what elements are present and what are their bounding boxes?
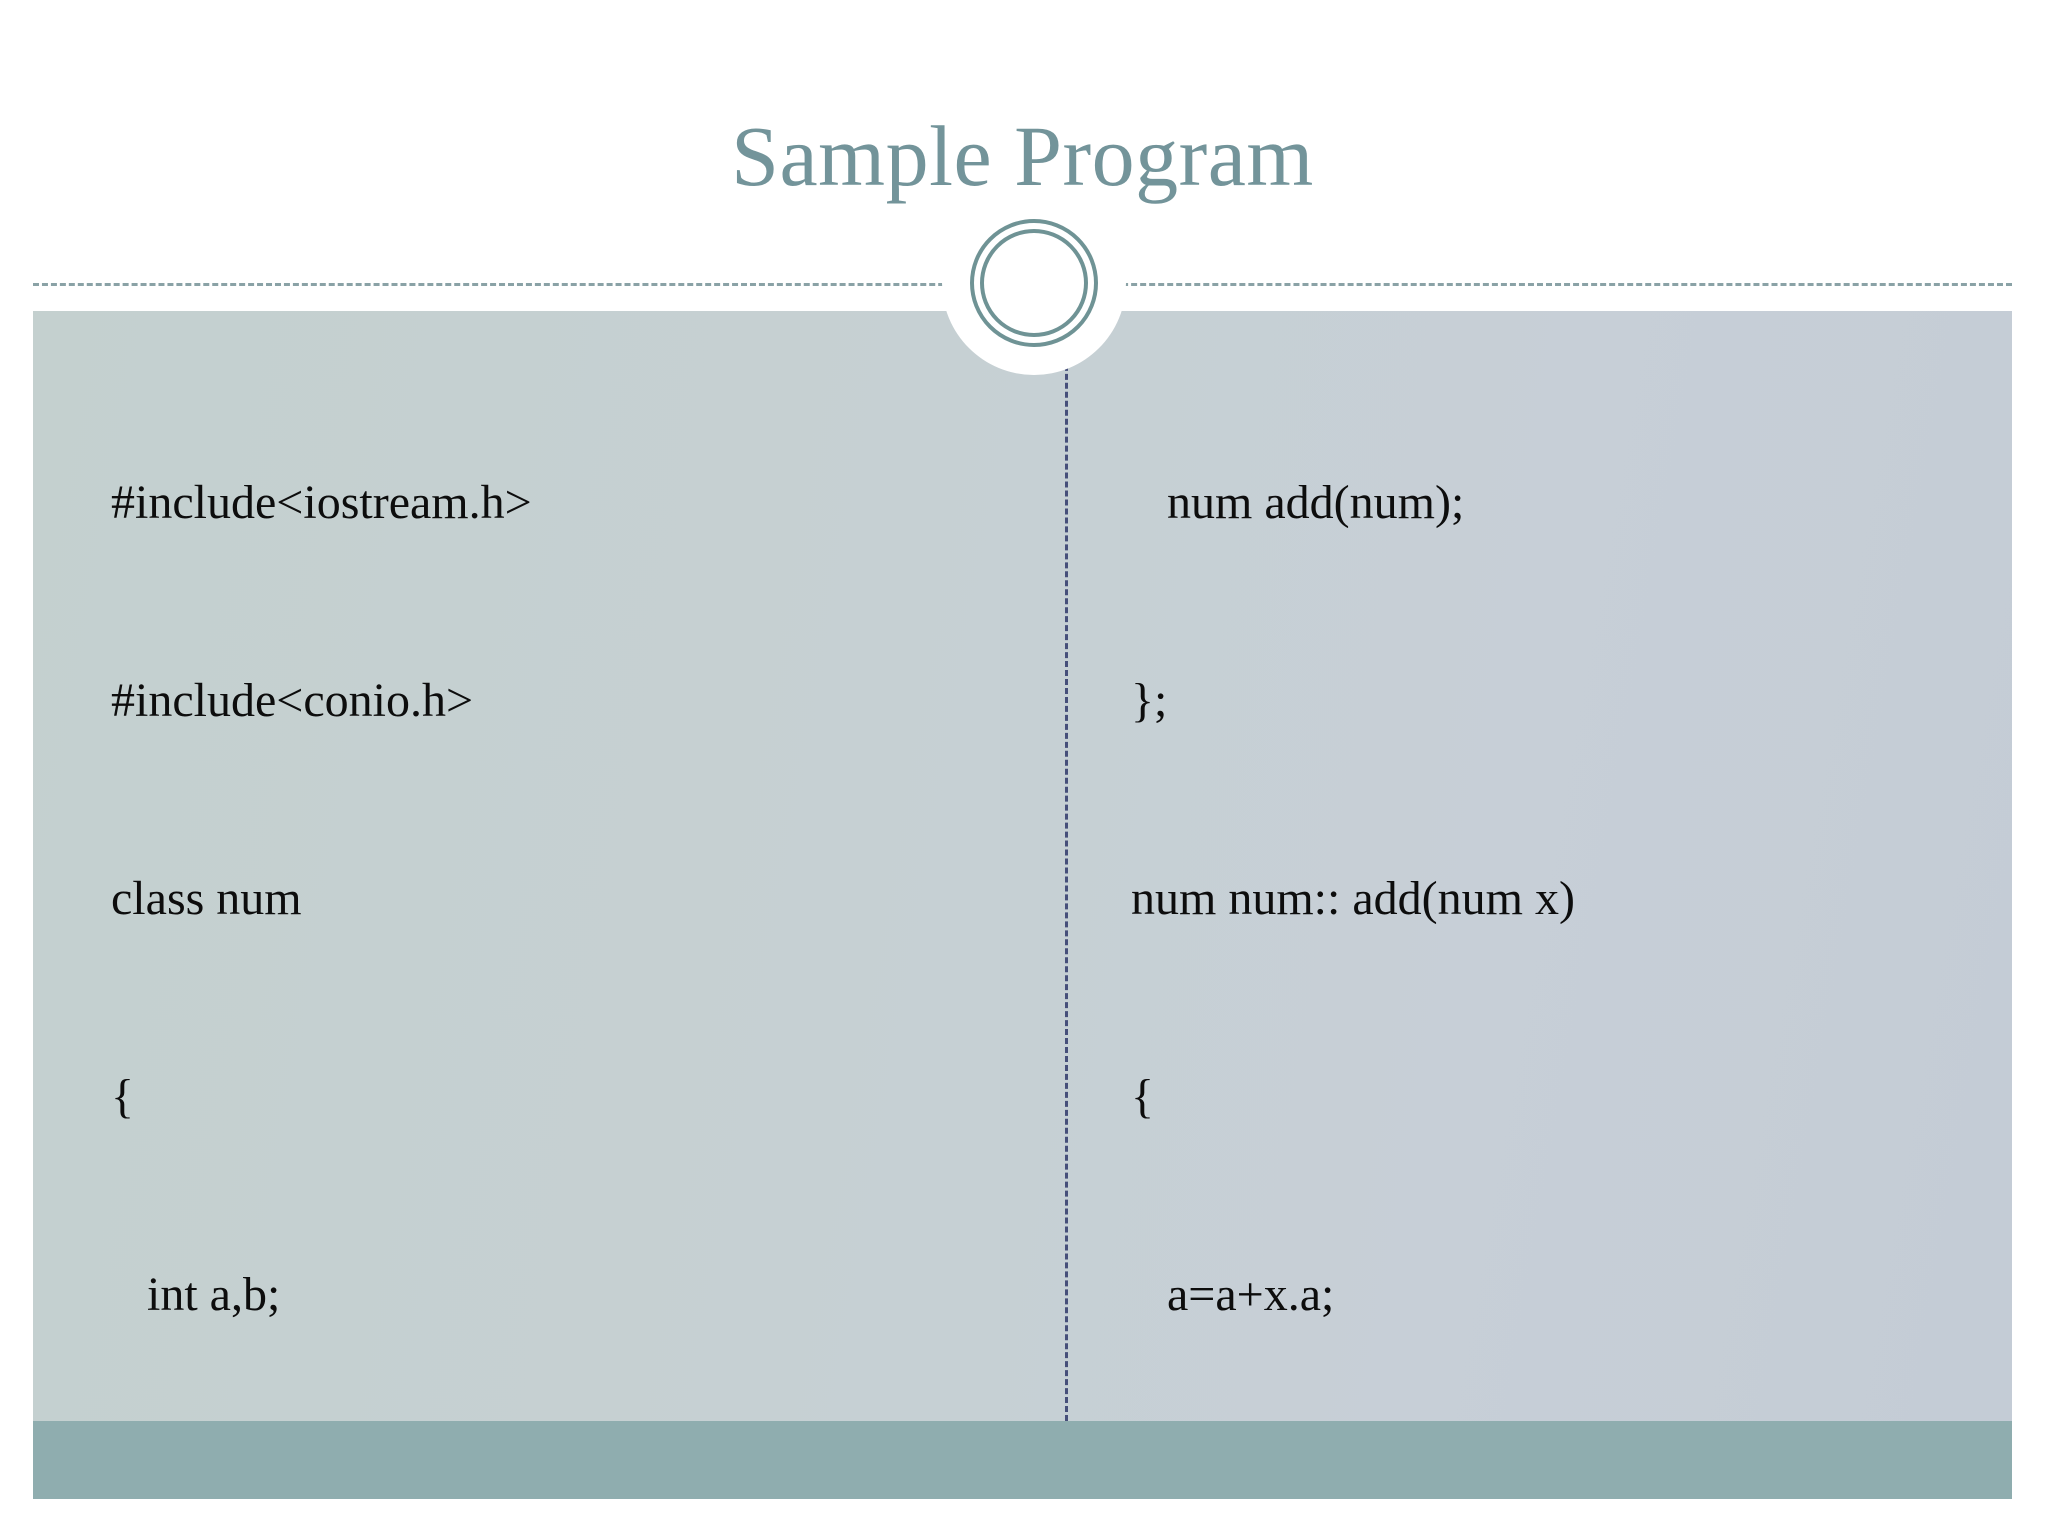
header-rule-right [1077, 283, 2012, 286]
code-column-left: #include<iostream.h> #include<conio.h> c… [111, 338, 1031, 1499]
content-panel [33, 311, 2012, 1421]
code-line: a=a+x.a; [1131, 1268, 1335, 1321]
column-divider [1065, 311, 1068, 1421]
footer-accent-bar [33, 1421, 2012, 1499]
code-line: #include<conio.h> [111, 674, 474, 727]
code-line: class num [111, 872, 302, 925]
code-column-right: num add(num); }; num num:: add(num x) { … [1131, 338, 1991, 1499]
header-rule-left [33, 283, 989, 286]
code-line: num num:: add(num x) [1131, 872, 1575, 925]
code-line: #include<iostream.h> [111, 476, 532, 529]
code-line: { [1131, 1070, 1155, 1123]
circle-ornament-icon [942, 191, 1126, 375]
ornament-outer-ring [970, 219, 1098, 347]
ornament-inner-ring [980, 229, 1088, 337]
code-line: int a,b; [111, 1268, 281, 1321]
code-line: num add(num); [1131, 476, 1465, 529]
slide-canvas: Sample Program #include<iostream.h> #inc… [33, 33, 2012, 1499]
code-line: { [111, 1070, 135, 1123]
page-title: Sample Program [731, 108, 1314, 204]
code-line: }; [1131, 674, 1168, 727]
